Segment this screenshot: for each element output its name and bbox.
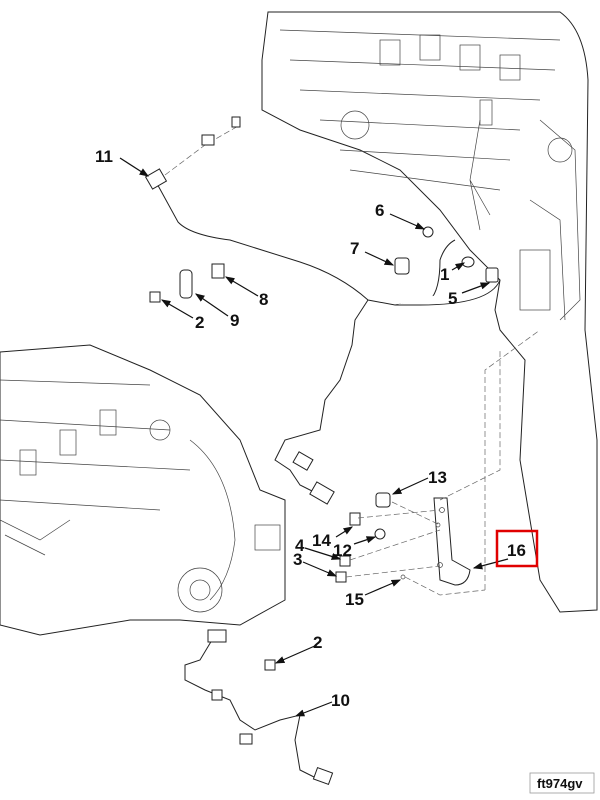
callout-3: 3 [293,550,302,569]
callout-1: 1 [440,265,449,284]
callout-10: 10 [331,691,350,710]
callout-14: 14 [312,531,331,550]
callout-12: 12 [333,541,352,560]
lower-left-engine-block [0,344,286,636]
highlight-box [495,529,539,568]
callout-2-lower: 2 [313,633,322,652]
callout-15: 15 [345,590,364,609]
bracket-and-fasteners [335,329,541,596]
callout-arrows [119,157,509,717]
callout-4: 4 [295,536,305,555]
callout-9: 9 [230,311,239,330]
callout-6: 6 [375,201,384,220]
callout-8: 8 [259,290,268,309]
callout-7: 7 [350,239,359,258]
upper-engine-block [261,11,598,613]
figure-id-box [529,772,595,794]
callout-13: 13 [428,468,447,487]
wiring-harness-lower [184,629,334,786]
wiring-harness-upper [144,116,501,505]
callout-2-upper: 2 [195,313,204,332]
callout-16: 16 [507,541,526,560]
figure-id: ft974gv [537,776,583,791]
callout-5: 5 [448,289,457,308]
callout-11: 11 [95,147,113,166]
